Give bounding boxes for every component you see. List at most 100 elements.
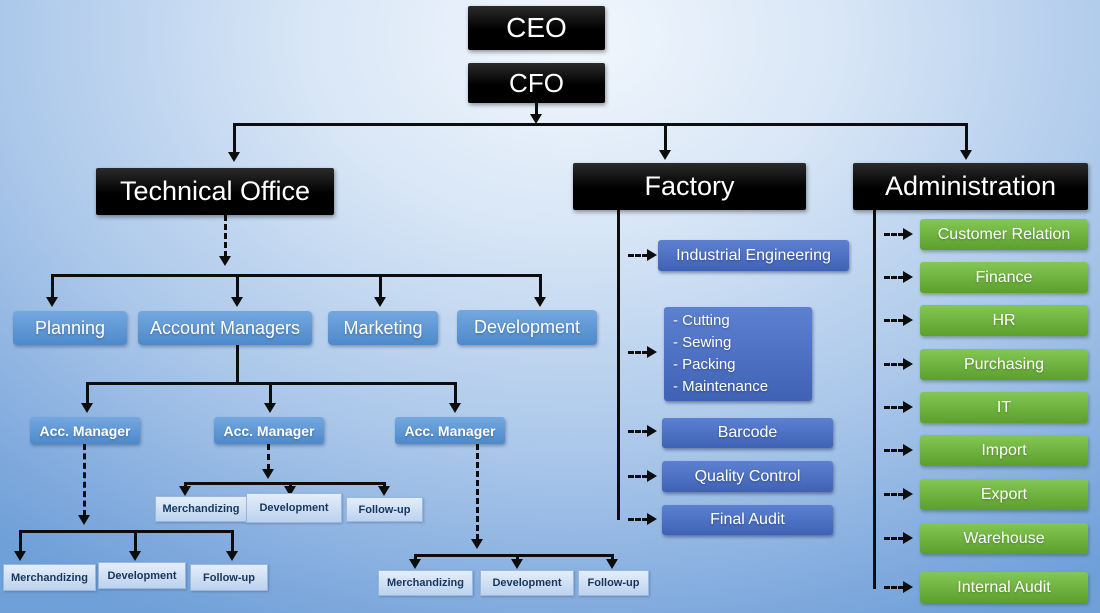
node-account-managers: Account Managers: [138, 311, 312, 345]
arrow-down-icon: [226, 551, 238, 561]
connector-team2-drop1: [184, 482, 187, 488]
connector-admin-branch5: [884, 406, 904, 409]
arrow-down-icon: [449, 403, 461, 413]
node-cfo: CFO: [468, 63, 605, 103]
node-purchasing: Purchasing: [920, 349, 1088, 380]
arrow-down-icon: [374, 297, 386, 307]
connector-admin-branch9: [884, 586, 904, 589]
connector-drop-factory: [664, 123, 667, 151]
arrow-down-icon: [129, 551, 141, 561]
node-industrial-engineering: Industrial Engineering: [658, 240, 849, 271]
arrow-down-icon: [14, 551, 26, 561]
connector-drop-administration: [965, 123, 968, 151]
arrow-down-icon: [659, 150, 671, 160]
arrow-down-icon: [530, 114, 542, 124]
arrow-right-icon: [647, 346, 657, 358]
connector-team3-drop2: [516, 554, 519, 560]
connector-team3-drop3: [611, 554, 614, 560]
node-team3-merchandizing: Merchandizing: [378, 570, 473, 596]
connector-factory-branch5: [628, 518, 648, 521]
arrow-down-icon: [264, 403, 276, 413]
node-administration: Administration: [853, 163, 1088, 210]
node-team1-followup: Follow-up: [190, 564, 268, 591]
arrow-right-icon: [903, 401, 913, 413]
arrow-down-icon: [219, 256, 231, 266]
node-acc-manager-2: Acc. Manager: [214, 417, 324, 444]
node-finance: Finance: [920, 262, 1088, 293]
node-factory: Factory: [573, 163, 806, 210]
arrow-down-icon: [284, 486, 296, 496]
connector-factory-branch2: [628, 351, 648, 354]
arrow-down-icon: [378, 486, 390, 496]
connector-accmgr2-dashed: [267, 444, 270, 470]
node-planning: Planning: [13, 311, 127, 345]
node-quality-control: Quality Control: [662, 461, 833, 492]
node-development: Development: [457, 310, 597, 345]
arrow-down-icon: [81, 403, 93, 413]
connector-admin-branch1: [884, 233, 904, 236]
arrow-down-icon: [511, 559, 523, 569]
connector-team1-drop3: [231, 530, 234, 552]
node-internal-audit: Internal Audit: [920, 572, 1088, 603]
connector-accmgr3-dashed: [476, 444, 479, 540]
connector-drop-accmgr1: [86, 382, 89, 404]
connector-drop-technical: [233, 123, 236, 153]
node-final-audit: Final Audit: [662, 505, 833, 535]
node-export: Export: [920, 479, 1088, 510]
arrow-down-icon: [409, 559, 421, 569]
connector-admin-branch3: [884, 319, 904, 322]
arrow-down-icon: [228, 152, 240, 162]
connector-admin-branch4: [884, 363, 904, 366]
connector-level2-horizontal: [52, 274, 540, 277]
arrow-down-icon: [78, 515, 90, 525]
connector-team3-horizontal: [415, 554, 613, 557]
node-customer-relation: Customer Relation: [920, 219, 1088, 250]
arrow-right-icon: [903, 581, 913, 593]
production-line-maintenance: - Maintenance: [673, 378, 769, 395]
connector-drop-accmgr2: [269, 382, 272, 404]
node-ceo: CEO: [468, 6, 605, 50]
connector-team2-horizontal: [185, 482, 384, 485]
arrow-right-icon: [903, 314, 913, 326]
connector-main-horizontal: [234, 123, 967, 126]
arrow-right-icon: [903, 444, 913, 456]
node-warehouse: Warehouse: [920, 523, 1088, 554]
node-import: Import: [920, 435, 1088, 466]
arrow-down-icon: [262, 469, 274, 479]
arrow-right-icon: [903, 488, 913, 500]
node-acc-manager-3: Acc. Manager: [395, 417, 505, 444]
connector-factory-vertical: [617, 210, 620, 520]
connector-drop-planning: [51, 274, 54, 298]
connector-admin-branch2: [884, 276, 904, 279]
connector-team1-drop2: [134, 530, 137, 552]
node-marketing: Marketing: [328, 311, 438, 345]
arrow-down-icon: [46, 297, 58, 307]
connector-admin-branch8: [884, 537, 904, 540]
connector-team2-drop2: [289, 482, 292, 488]
connector-factory-branch1: [628, 254, 648, 257]
node-barcode: Barcode: [662, 418, 833, 448]
node-team1-development: Development: [98, 562, 186, 589]
connector-admin-branch6: [884, 449, 904, 452]
arrow-right-icon: [903, 358, 913, 370]
arrow-down-icon: [960, 150, 972, 160]
connector-cfo-down: [535, 103, 538, 115]
connector-am-down: [236, 345, 239, 385]
arrow-right-icon: [647, 425, 657, 437]
node-team3-development: Development: [480, 570, 574, 596]
arrow-right-icon: [903, 271, 913, 283]
production-line-packing: - Packing: [673, 356, 736, 373]
node-hr: HR: [920, 305, 1088, 336]
connector-drop-development: [539, 274, 542, 298]
arrow-down-icon: [231, 297, 243, 307]
arrow-right-icon: [647, 249, 657, 261]
node-team1-merchandizing: Merchandizing: [3, 564, 96, 591]
node-technical-office: Technical Office: [96, 168, 334, 215]
connector-admin-branch7: [884, 493, 904, 496]
node-team3-followup: Follow-up: [578, 570, 649, 596]
connector-technical-dashed: [224, 215, 227, 257]
connector-accmgr1-dashed: [83, 444, 86, 516]
arrow-down-icon: [179, 486, 191, 496]
arrow-down-icon: [534, 297, 546, 307]
arrow-right-icon: [903, 532, 913, 544]
